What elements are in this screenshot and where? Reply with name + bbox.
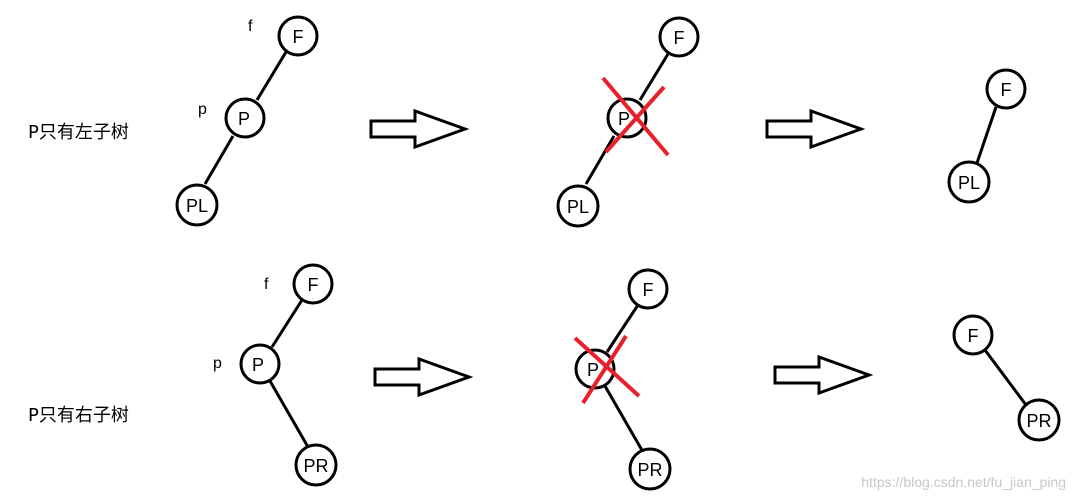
row2-title: P只有右子树 (28, 405, 129, 426)
arrow-right-icon (369, 108, 470, 150)
node-p-text: P (587, 360, 599, 380)
node-pr (294, 443, 338, 487)
label-p: p (213, 355, 222, 372)
label-f: f (248, 18, 253, 35)
node-pl (556, 184, 600, 228)
arrow-right-icon (773, 354, 874, 396)
watermark: https://blog.csdn.net/fu_jian_ping (861, 474, 1066, 490)
edge-p-pl (203, 135, 235, 185)
arrow-right-icon (373, 356, 474, 398)
node-p-text: P (238, 109, 250, 129)
row1-tree-original: f p F P PL (175, 15, 319, 227)
node-pl-text: PL (567, 197, 589, 217)
row1-tree-deleting: F P PL (556, 16, 700, 228)
node-pl-text: PL (958, 173, 980, 193)
row1-title: P只有左子树 (28, 122, 129, 143)
row2-tree-original: f p F P PR (213, 263, 338, 487)
edge-f-p (255, 51, 288, 101)
node-pr (1017, 398, 1061, 442)
node-f-text: F (1001, 80, 1012, 100)
arrow-right-icon (765, 108, 866, 150)
label-p: p (198, 101, 207, 118)
node-pr-text: PR (303, 456, 328, 476)
cross-mark-icon (581, 334, 628, 405)
row2-tree-result: F PR (952, 314, 1061, 442)
node-p-text: P (618, 109, 630, 129)
node-f (277, 15, 319, 57)
node-f (627, 268, 669, 310)
node-pl (947, 160, 991, 204)
node-p (606, 97, 648, 139)
edge-f-p (605, 304, 640, 353)
node-pl-text: PL (186, 196, 208, 216)
node-f (985, 68, 1027, 110)
edge-f-p (270, 299, 304, 348)
edge-p-pr (268, 380, 310, 448)
node-f-text: F (674, 28, 685, 48)
node-f (658, 16, 700, 58)
edge-p-pr (603, 385, 645, 453)
node-f (952, 314, 994, 356)
edge-f-pl (975, 106, 998, 164)
node-p (224, 97, 266, 139)
row1-tree-result: F PL (947, 68, 1027, 204)
node-pr-text: PR (637, 460, 662, 480)
node-p-text: P (252, 355, 264, 375)
node-f-text: F (968, 326, 979, 346)
edge-f-p (638, 53, 670, 101)
edge-p-pl (584, 135, 616, 185)
node-pr-text: PR (1026, 411, 1051, 431)
node-f-text: F (308, 275, 319, 295)
node-p (239, 343, 281, 385)
row2-tree-deleting: F P PR (573, 268, 672, 491)
cross-mark-icon (604, 85, 666, 154)
node-f-text: F (293, 27, 304, 47)
label-f: f (264, 276, 269, 293)
node-pl (175, 183, 219, 227)
node-f (292, 263, 334, 305)
node-pr (628, 447, 672, 491)
edge-f-pr (983, 349, 1028, 406)
node-f-text: F (643, 280, 654, 300)
